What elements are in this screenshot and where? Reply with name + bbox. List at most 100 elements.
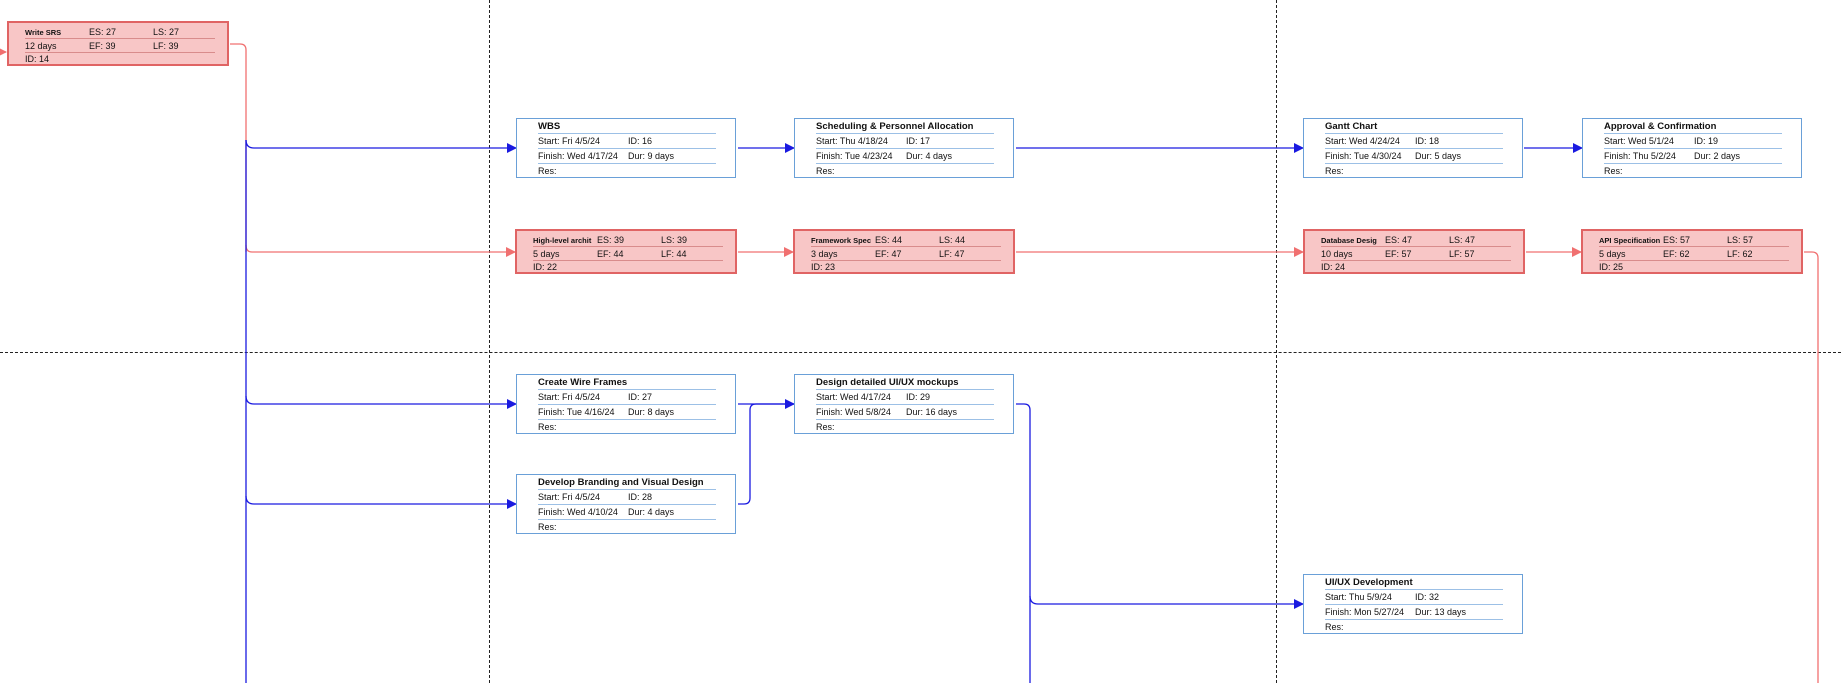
task-duration: Dur: 9 days <box>628 151 675 161</box>
row-divider <box>1599 260 1789 261</box>
task-resources: Res: <box>816 422 835 432</box>
row-divider <box>1321 246 1511 247</box>
critical-task-ef: EF: 62 <box>1663 249 1690 259</box>
task-start-row: Start: Fri 4/5/24 ID: 16 <box>538 133 716 149</box>
task-resource-row: Res: <box>538 519 716 535</box>
task-start: Start: Fri 4/5/24 <box>538 492 601 502</box>
task-id: ID: 27 <box>628 392 653 402</box>
critical-task-es: ES: 57 <box>1663 235 1691 245</box>
task-id: ID: 16 <box>628 136 653 146</box>
task-id: ID: 17 <box>906 136 931 146</box>
row-divider <box>25 52 215 53</box>
task-resource-row: Res: <box>538 419 716 435</box>
critical-task-name: High-level archit <box>533 236 592 245</box>
task-finish: Finish: Mon 5/27/24 <box>1325 607 1405 617</box>
link-to-27 <box>245 395 517 409</box>
task-id: ID: 29 <box>906 392 931 402</box>
task-resources: Res: <box>538 166 557 176</box>
link-28-29 <box>738 403 794 505</box>
critical-task-ef: EF: 57 <box>1385 249 1412 259</box>
critical-task-name: Framework Spec <box>811 236 872 245</box>
row-divider <box>811 246 1001 247</box>
critical-task-es: ES: 47 <box>1385 235 1413 245</box>
row-divider <box>25 38 215 39</box>
page-break-vertical-1 <box>489 0 490 683</box>
task-name: Approval & Confirmation <box>1604 121 1717 132</box>
task-resource-row: Res: <box>816 419 994 435</box>
task-name: Design detailed UI/UX mockups <box>816 377 959 388</box>
task-resources: Res: <box>1325 166 1344 176</box>
task-resource-row: Res: <box>816 163 994 179</box>
page-break-vertical-2 <box>1276 0 1277 683</box>
task-duration: Dur: 2 days <box>1694 151 1741 161</box>
critical-task-name: Database Desig <box>1321 236 1377 245</box>
task-finish-row: Finish: Tue 4/30/24 Dur: 5 days <box>1325 148 1503 164</box>
critical-task-id: ID: 23 <box>811 262 836 272</box>
critical-task-lf: LF: 44 <box>661 249 687 259</box>
task-start: Start: Fri 4/5/24 <box>538 392 601 402</box>
task-finish: Finish: Wed 4/17/24 <box>538 151 618 161</box>
critical-task-lf: LF: 39 <box>153 41 179 51</box>
critical-task-id: ID: 22 <box>533 262 558 272</box>
critical-task-id: ID: 24 <box>1321 262 1346 272</box>
task-name: WBS <box>538 121 561 132</box>
critical-task-duration: 12 days <box>25 41 57 51</box>
task-start: Start: Thu 4/18/24 <box>816 136 888 146</box>
task-duration: Dur: 5 days <box>1415 151 1462 161</box>
task-resources: Res: <box>816 166 835 176</box>
task-start: Start: Fri 4/5/24 <box>538 136 601 146</box>
task-finish: Finish: Tue 4/23/24 <box>816 151 893 161</box>
critical-task-name: Write SRS <box>25 28 62 37</box>
task-start: Start: Thu 5/9/24 <box>1325 592 1392 602</box>
critical-task-duration: 3 days <box>811 249 838 259</box>
row-divider <box>533 246 723 247</box>
critical-task-duration: 10 days <box>1321 249 1353 259</box>
row-divider <box>811 260 1001 261</box>
task-finish: Finish: Tue 4/30/24 <box>1325 151 1402 161</box>
task-resources: Res: <box>538 522 557 532</box>
critical-task-es: ES: 39 <box>597 235 625 245</box>
task-resource-row: Res: <box>538 163 716 179</box>
link-critical-to-22 <box>245 244 516 257</box>
task-name: Develop Branding and Visual Design <box>538 477 704 488</box>
task-duration: Dur: 8 days <box>628 407 675 417</box>
critical-task-lf: LF: 57 <box>1449 249 1475 259</box>
critical-task-ef: EF: 39 <box>89 41 116 51</box>
task-node-16[interactable]: WBS Start: Fri 4/5/24 ID: 16 Finish: Wed 4/… <box>516 118 736 178</box>
critical-task-lf: LF: 47 <box>939 249 965 259</box>
critical-task-ef: EF: 47 <box>875 249 902 259</box>
critical-task-ls: LS: 57 <box>1727 235 1754 245</box>
task-resources: Res: <box>1604 166 1623 176</box>
task-finish-row: Finish: Wed 4/17/24 Dur: 9 days <box>538 148 716 164</box>
task-id: ID: 18 <box>1415 136 1440 146</box>
task-start: Start: Wed 5/1/24 <box>1604 136 1674 146</box>
critical-task-es: ES: 44 <box>875 235 903 245</box>
critical-task-ef: EF: 44 <box>597 249 624 259</box>
critical-task-name: API Specification <box>1599 236 1661 245</box>
task-start: Start: Wed 4/17/24 <box>816 392 891 402</box>
row-divider <box>1321 260 1511 261</box>
task-start-row: Start: Wed 4/17/24 ID: 29 <box>816 389 994 405</box>
link-to-32 <box>1029 595 1304 609</box>
link-to-16 <box>245 139 517 153</box>
task-finish-row: Finish: Thu 5/2/24 Dur: 2 days <box>1604 148 1782 164</box>
task-finish: Finish: Thu 5/2/24 <box>1604 151 1676 161</box>
